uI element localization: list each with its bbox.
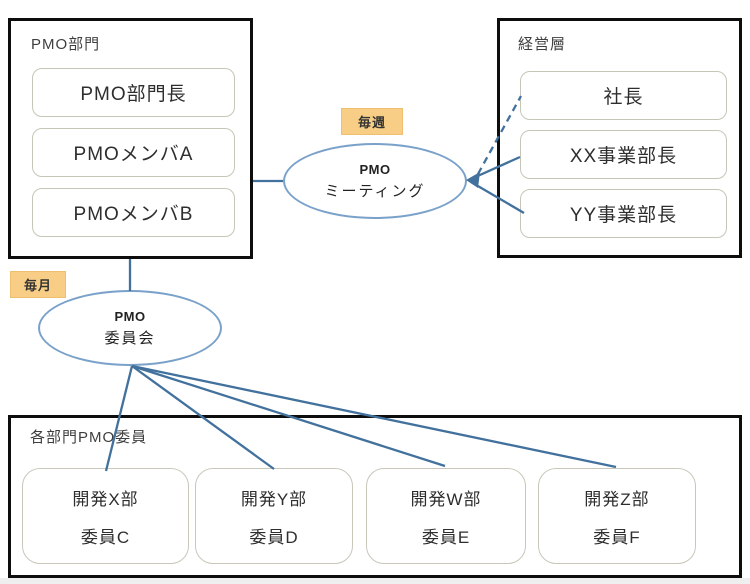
departments-group: 各部門PMO委員 開発X部 委員C 開発Y部 委員D 開発W部 委員E 開発Z部… [8, 415, 742, 578]
dev-z-member: 委員F [593, 527, 641, 547]
dev-y-member: 委員D [249, 527, 299, 547]
pmo-dept-group: PMO部門 PMO部門長 PMOメンバA PMOメンバB [8, 18, 253, 259]
box-dev-y: 開発Y部 委員D [195, 468, 353, 564]
box-dev-x: 開発X部 委員C [22, 468, 189, 564]
weekly-badge: 毎週 [341, 108, 403, 135]
management-group: 経営層 社長 XX事業部長 YY事業部長 [497, 18, 742, 258]
monthly-badge: 毎月 [10, 271, 66, 298]
box-pmo-head: PMO部門長 [32, 68, 235, 117]
dev-z-dept: 開発Z部 [584, 489, 650, 509]
pmo-meeting-ellipse: PMO ミーティング [283, 143, 467, 219]
pmo-dept-title: PMO部門 [31, 36, 101, 53]
management-title: 経営層 [518, 36, 567, 53]
box-xx-division-head: XX事業部長 [520, 130, 727, 179]
box-president: 社長 [520, 71, 727, 120]
pmo-committee-ellipse: PMO 委員会 [38, 290, 222, 366]
dev-x-member: 委員C [80, 527, 131, 547]
pmo-committee-label-2: 委員会 [104, 329, 156, 347]
box-pmo-member-b: PMOメンバB [32, 188, 235, 237]
bottom-margin-strip [0, 578, 750, 584]
dev-w-dept: 開発W部 [410, 489, 482, 509]
dev-w-member: 委員E [421, 527, 471, 547]
box-dev-w: 開発W部 委員E [366, 468, 526, 564]
pmo-meeting-label-1: PMO [359, 161, 391, 177]
box-yy-division-head: YY事業部長 [520, 189, 727, 238]
dev-y-dept: 開発Y部 [240, 489, 308, 509]
pmo-committee-label-1: PMO [114, 308, 146, 324]
dev-x-dept: 開発X部 [72, 489, 139, 509]
box-dev-z: 開発Z部 委員F [538, 468, 696, 564]
pmo-meeting-label-2: ミーティング [324, 182, 426, 200]
arrowhead-into-meeting [466, 172, 480, 188]
box-pmo-member-a: PMOメンバA [32, 128, 235, 177]
departments-title: 各部門PMO委員 [30, 429, 148, 446]
